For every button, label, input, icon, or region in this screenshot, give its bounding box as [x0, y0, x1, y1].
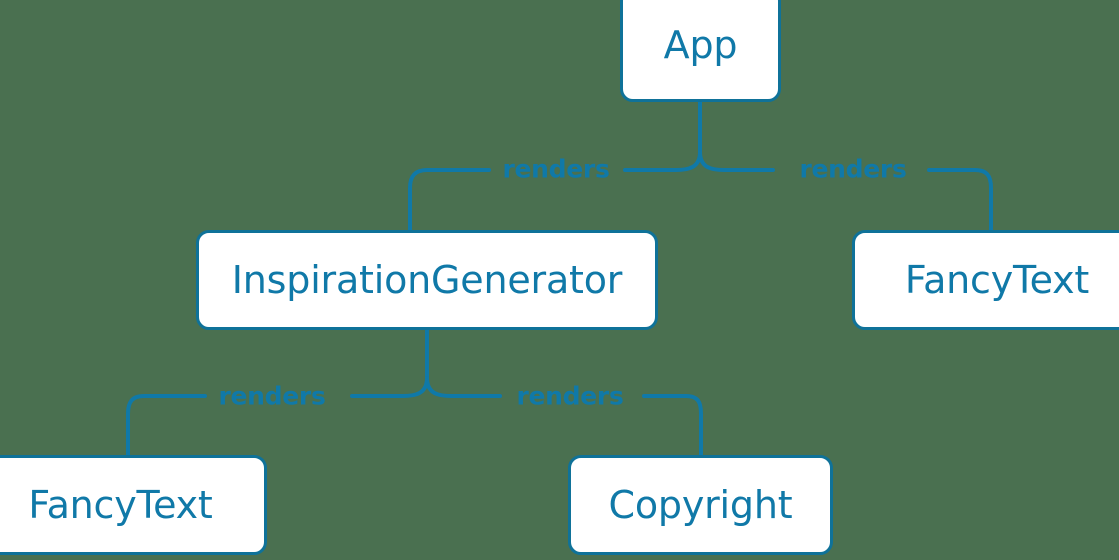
edge-ig-fancytext-right-segment	[350, 376, 429, 398]
edge-ig-copyright-right-segment	[642, 394, 703, 457]
edge-app-fancytext-left-segment	[698, 150, 775, 172]
node-fancytext-right-label: FancyText	[904, 258, 1090, 302]
edge-app-fancytext-right-segment	[927, 168, 993, 232]
node-inspirationgenerator[interactable]: InspirationGenerator	[196, 230, 658, 330]
edge-label-app-inspirationgenerator: renders	[502, 154, 610, 184]
edge-ig-fancytext-left-segment	[126, 394, 207, 457]
edge-ig-copyright-left-segment	[425, 376, 502, 398]
edge-label-app-fancytext: renders	[799, 154, 907, 184]
node-fancytext-left[interactable]: FancyText	[0, 455, 267, 555]
node-fancytext-left-label: FancyText	[28, 483, 213, 527]
node-copyright-label: Copyright	[608, 483, 793, 527]
node-app-label: App	[663, 23, 738, 67]
node-copyright[interactable]: Copyright	[568, 455, 833, 555]
edge-app-inspirationgenerator-right-segment	[623, 150, 702, 172]
edge-app-inspirationgenerator-left-segment	[408, 168, 491, 232]
node-app[interactable]: App	[620, 0, 781, 102]
node-inspirationgenerator-label: InspirationGenerator	[231, 258, 623, 302]
edge-label-inspirationgenerator-copyright: renders	[516, 381, 624, 411]
node-fancytext-right[interactable]: FancyText	[852, 230, 1119, 330]
edge-label-inspirationgenerator-fancytext: renders	[218, 381, 326, 411]
